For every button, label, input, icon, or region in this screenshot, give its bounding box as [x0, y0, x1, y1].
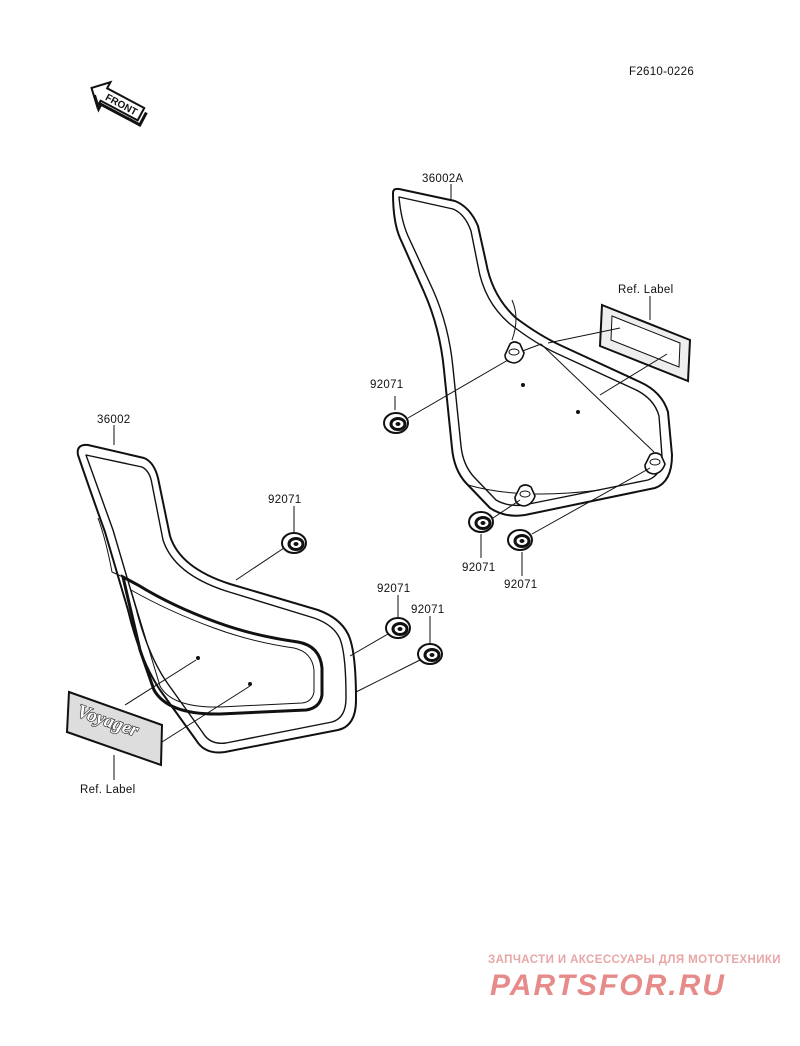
left-ref-label-text: Ref. Label [80, 784, 135, 796]
front-arrow-icon: FRONT [90, 80, 148, 127]
grommet-right-top [383, 359, 509, 434]
grommet-left-middle [349, 595, 411, 657]
right-ref-label-text: Ref. Label [618, 284, 673, 296]
watermark-site: PARTSFOR.RU [490, 969, 726, 1002]
grommet-left-bottom [355, 616, 443, 693]
part-number-grommet-2: 92071 [462, 562, 495, 574]
grommet-right-bottom-left [468, 499, 521, 558]
part-number-grommet-3: 92071 [504, 579, 537, 591]
grommet-left-top [235, 506, 307, 581]
right-ref-label [598, 296, 692, 383]
part-number-grommet-6: 92071 [411, 604, 444, 616]
part-number-grommet-4: 92071 [268, 494, 301, 506]
left-ref-label-emblem: Voyager [65, 690, 164, 780]
watermark: ЗАПЧАСТИ И АКСЕССУАРЫ ДЛЯ МОТОТЕХНИКИ PA… [488, 954, 781, 1002]
right-side-cover [392, 187, 673, 517]
diagram-code: F2610-0226 [629, 66, 694, 78]
grommet-right-bottom-right [507, 467, 651, 576]
part-number-grommet-5: 92071 [377, 583, 410, 595]
right-cover-peg-bottom-right [644, 452, 666, 475]
watermark-tagline: ЗАПЧАСТИ И АКСЕССУАРЫ ДЛЯ МОТОТЕХНИКИ [488, 954, 781, 966]
part-number-grommet-1: 92071 [370, 379, 403, 391]
left-side-cover [76, 443, 357, 754]
right-cover-peg-top [504, 341, 525, 364]
part-number-left-cover: 36002 [97, 414, 130, 426]
part-number-right-cover: 36002A [422, 173, 463, 185]
right-cover-peg-bottom-left [514, 484, 536, 507]
